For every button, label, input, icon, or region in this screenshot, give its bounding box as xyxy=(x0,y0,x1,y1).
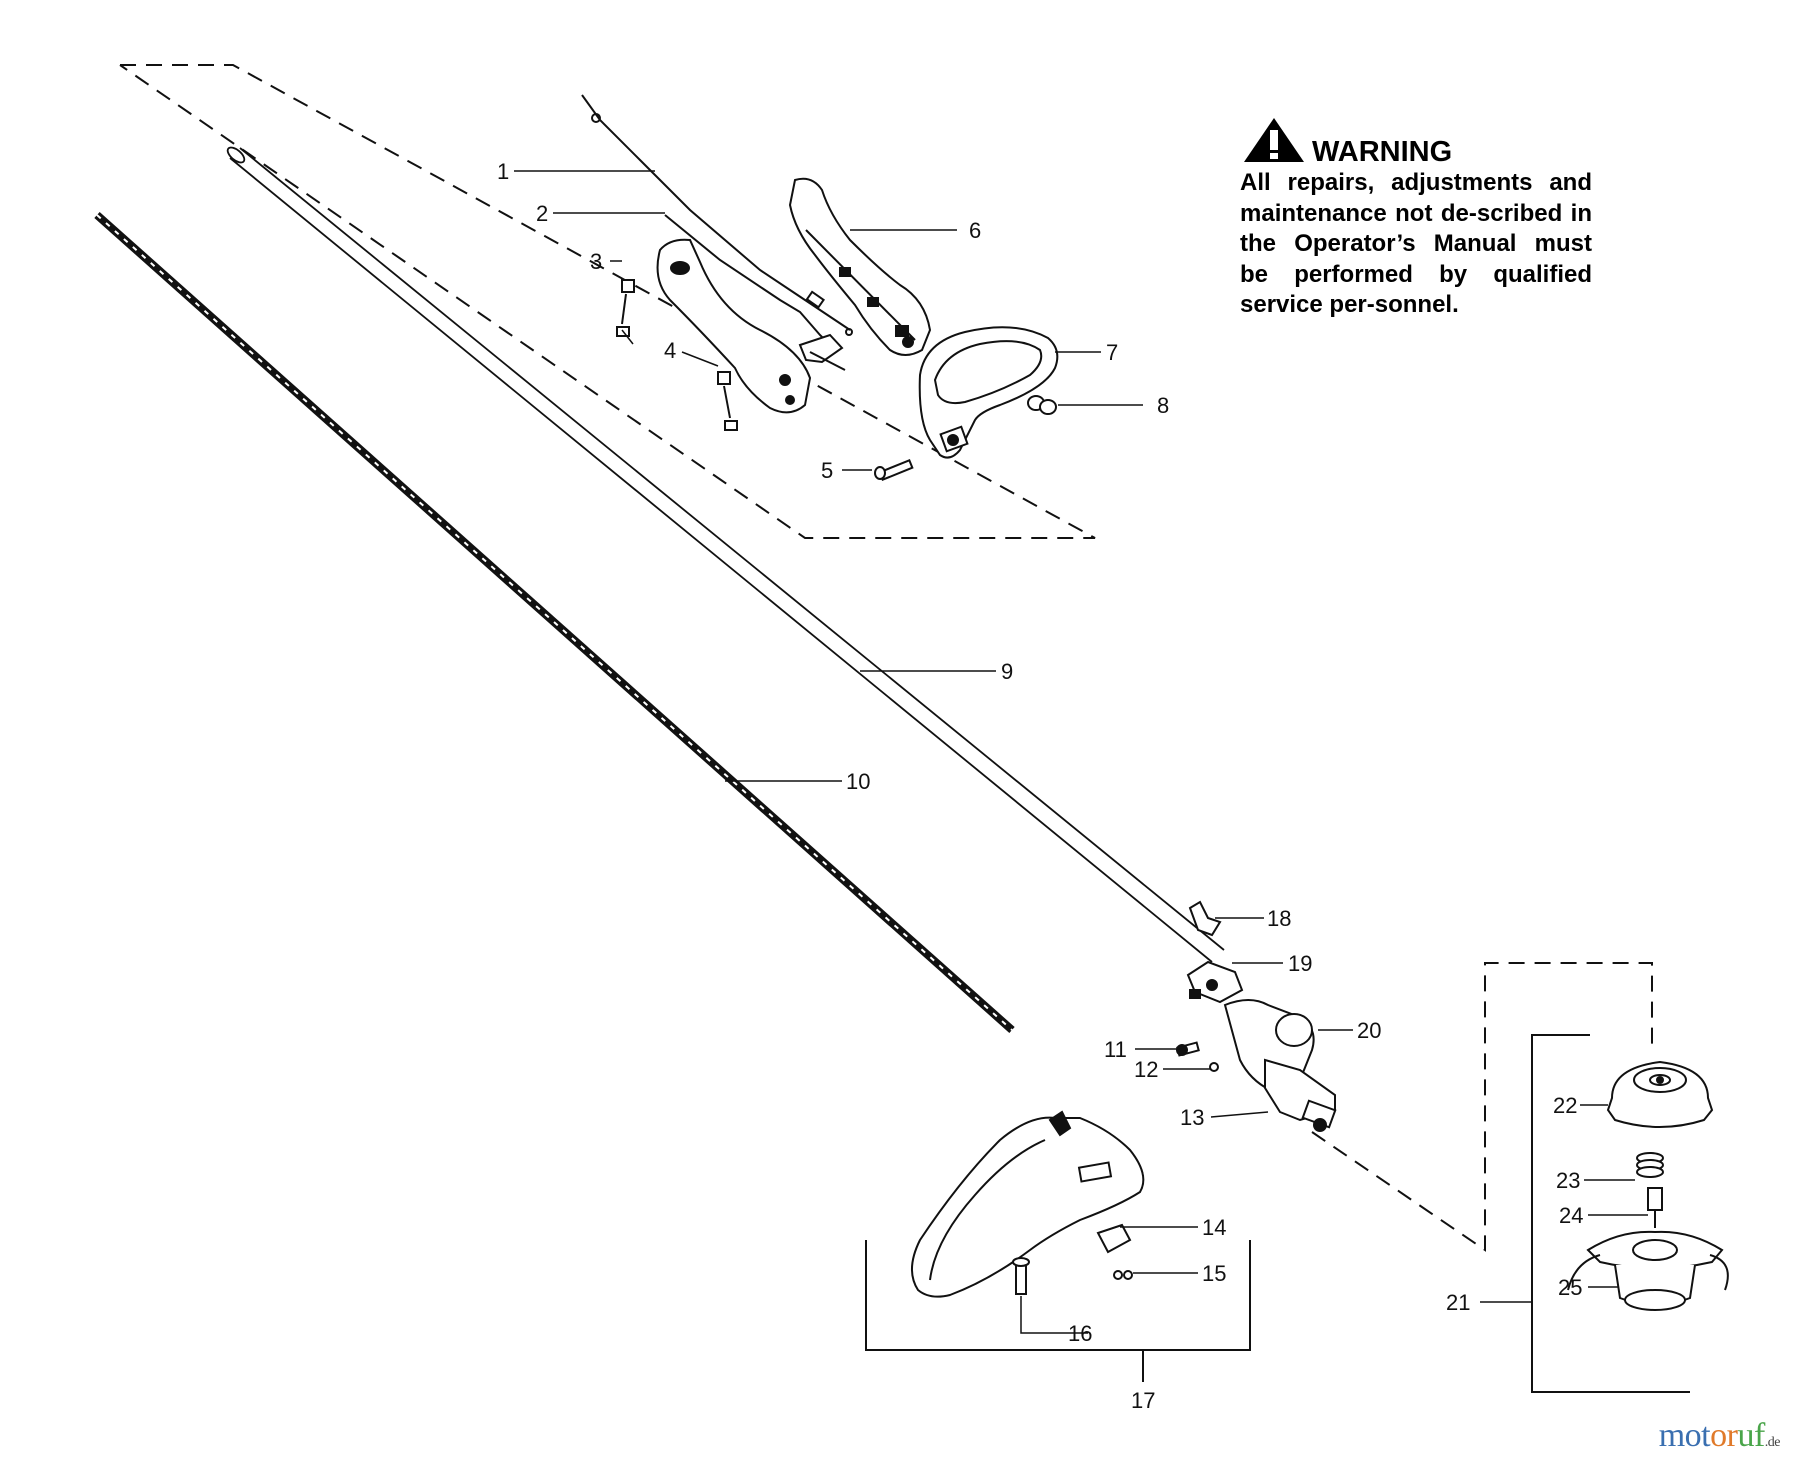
callout-5: 5 xyxy=(821,458,833,483)
grass-shield-part xyxy=(911,1110,1145,1298)
knob-part xyxy=(1027,395,1057,415)
gearbox-part xyxy=(1223,999,1337,1132)
callout-10: 10 xyxy=(846,769,870,794)
callout-21: 21 xyxy=(1446,1290,1470,1315)
spool-reel-part xyxy=(1567,1230,1729,1311)
brand-watermark: motoruf.de xyxy=(1658,1417,1781,1454)
clamp-part xyxy=(1186,960,1244,1004)
spool-cover-part xyxy=(1606,1060,1714,1128)
warning-text: All repairs, adjustments and maintenance… xyxy=(1240,169,1592,318)
wing-nut-part xyxy=(1188,900,1222,937)
callout-24: 24 xyxy=(1559,1203,1583,1228)
callout-labels: 1 2 3 4 5 6 7 8 9 10 11 12 13 14 15 16 1… xyxy=(497,159,1583,1413)
handle-group-dashed-outline xyxy=(119,64,1096,539)
throttle-trigger-part xyxy=(798,333,846,371)
callout-9: 9 xyxy=(1001,659,1013,684)
callout-22: 22 xyxy=(1553,1093,1577,1118)
callout-11: 11 xyxy=(1104,1037,1127,1062)
screws-part-15 xyxy=(1113,1270,1133,1280)
callout-25: 25 xyxy=(1558,1275,1582,1300)
bolt-part-16 xyxy=(1012,1257,1030,1295)
callout-4: 4 xyxy=(664,338,676,363)
handle-housing-part xyxy=(788,177,932,356)
callout-23: 23 xyxy=(1556,1168,1580,1193)
callout-16: 16 xyxy=(1068,1321,1092,1346)
drive-shaft-part xyxy=(94,212,1015,1033)
callout-6: 6 xyxy=(969,218,981,243)
callout-8: 8 xyxy=(1157,393,1169,418)
warning-header: WARNING xyxy=(1244,118,1452,168)
washer-part xyxy=(1209,1062,1219,1072)
clip-part xyxy=(1096,1223,1132,1254)
head-group-bracket xyxy=(1531,1034,1690,1393)
throttle-cable-part xyxy=(581,94,853,336)
callout-20: 20 xyxy=(1357,1018,1381,1043)
spring-part xyxy=(1636,1152,1664,1178)
callout-19: 19 xyxy=(1288,951,1312,976)
leader-lines xyxy=(514,170,1648,1334)
handle-half-part xyxy=(656,238,812,414)
shaft-tube-part xyxy=(226,146,1225,963)
screw-part-11 xyxy=(1176,1041,1200,1057)
callout-17: 17 xyxy=(1131,1388,1155,1413)
callout-7: 7 xyxy=(1106,340,1118,365)
callout-15: 15 xyxy=(1202,1261,1226,1286)
bolt-part xyxy=(874,458,914,482)
callout-13: 13 xyxy=(1180,1105,1204,1130)
head-connector-dashed xyxy=(1311,962,1653,1252)
shield-group-bracket xyxy=(865,1240,1251,1351)
warning-title: WARNING xyxy=(1312,136,1452,168)
callout-2: 2 xyxy=(536,201,548,226)
callout-14: 14 xyxy=(1202,1215,1226,1240)
callout-1: 1 xyxy=(497,159,509,184)
callout-12: 12 xyxy=(1134,1057,1158,1082)
callout-18: 18 xyxy=(1267,906,1291,931)
loop-handle-part xyxy=(918,326,1059,459)
callout-3: 3 xyxy=(590,249,602,274)
eyelet-part xyxy=(1647,1187,1663,1228)
